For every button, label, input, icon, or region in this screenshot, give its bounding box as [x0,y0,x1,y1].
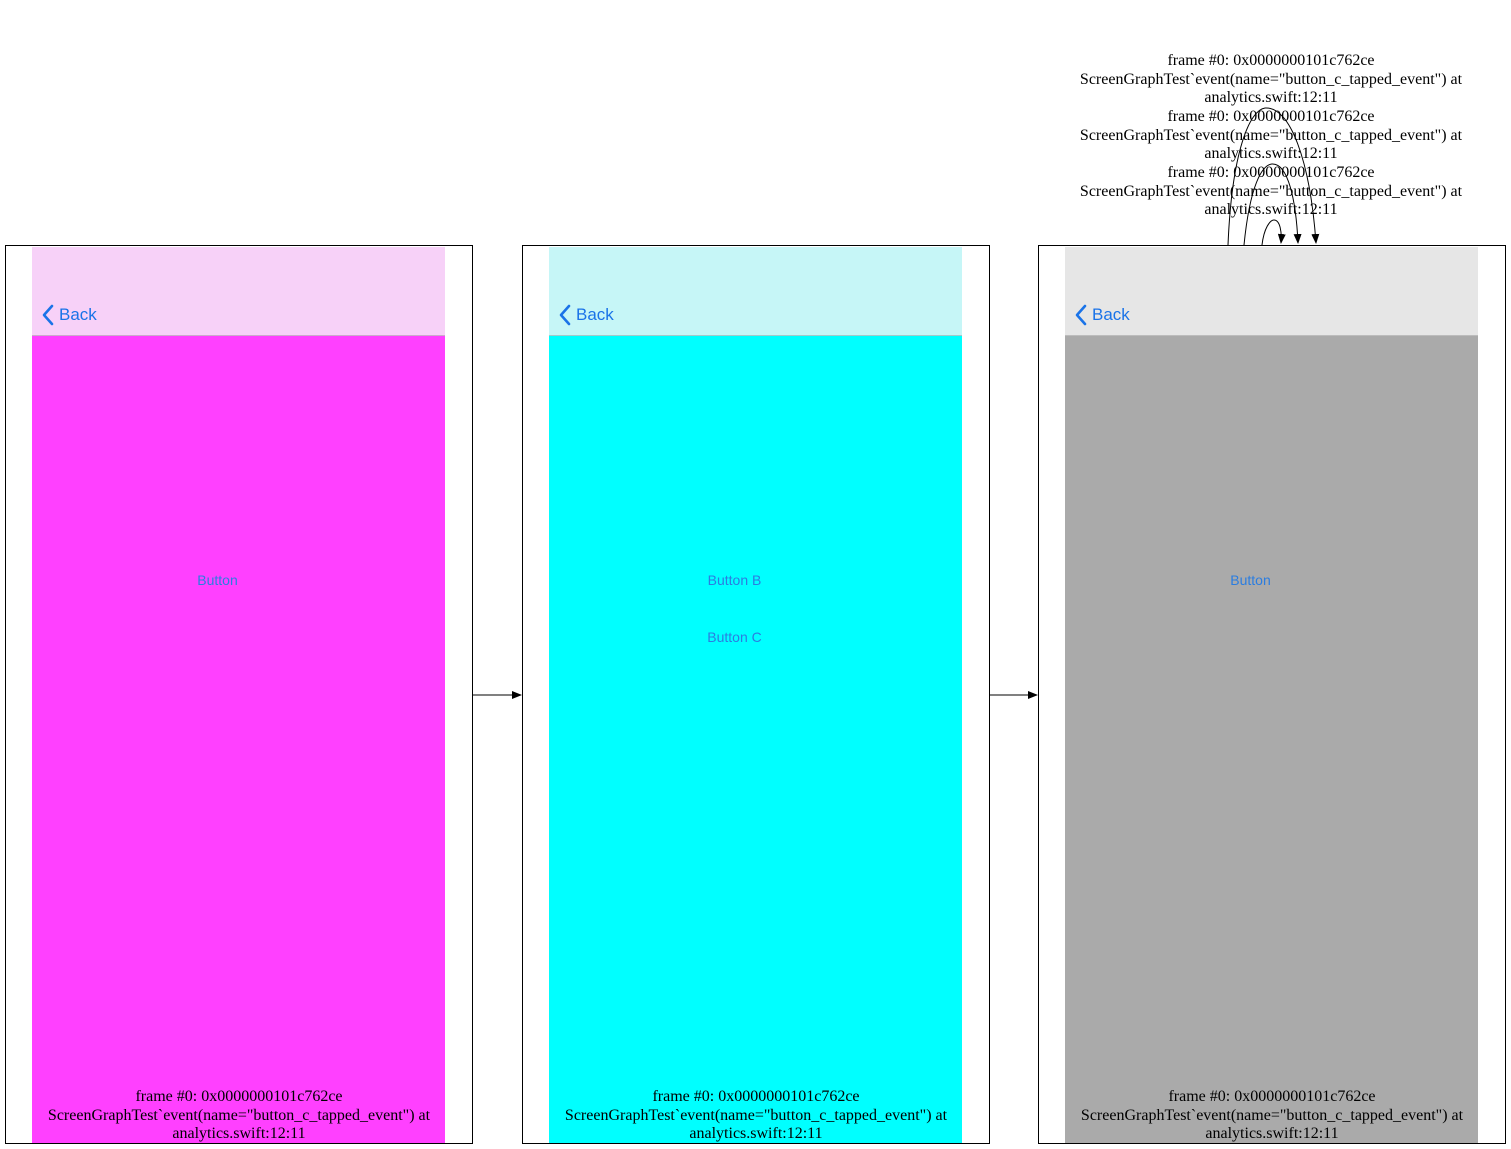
node-caption: frame #0: 0x0000000101c762ce ScreenGraph… [523,1088,989,1144]
back-button[interactable]: Back [558,303,614,327]
screen-content: Button B Button C [549,336,962,1143]
back-label: Back [576,305,614,324]
chevron-left-icon [42,304,54,326]
label-line: analytics.swift:12:11 [689,1125,823,1142]
label-line: frame #0: 0x0000000101c762ce [1168,1088,1376,1105]
navigation-bar: Back [549,247,962,336]
label-line: ScreenGraphTest`event(name="button_c_tap… [47,1106,431,1124]
back-label: Back [59,305,97,324]
label-line: frame #0: 0x0000000101c762ce [1167,164,1375,181]
navigation-bar: Back [1065,247,1478,336]
label-line: ScreenGraphTest`event(name="button_c_tap… [1079,126,1463,144]
button-c[interactable]: Button C [707,629,762,645]
screen-node-3: Back Button frame #0: 0x0000000101c762ce… [1038,245,1506,1144]
label-line: frame #0: 0x0000000101c762ce [1167,52,1375,69]
node-caption: frame #0: 0x0000000101c762ce ScreenGraph… [1039,1088,1505,1144]
screen-preview: Back Button [32,247,445,1143]
label-line: frame #0: 0x0000000101c762ce [1167,108,1375,125]
label-line: analytics.swift:12:11 [1204,201,1338,218]
label-line: ScreenGraphTest`event(name="button_c_tap… [1079,182,1463,200]
self-loop-edge-1 [1227,107,1320,246]
label-line: analytics.swift:12:11 [1204,145,1338,162]
button[interactable]: Button [197,572,238,588]
chevron-left-icon [559,304,571,326]
chevron-left-icon [1075,304,1087,326]
screen-content: Button [1065,336,1478,1143]
screen-preview: Back Button [1065,247,1478,1143]
label-line: frame #0: 0x0000000101c762ce [135,1088,343,1105]
button[interactable]: Button [1230,572,1271,588]
label-line: analytics.swift:12:11 [172,1125,306,1142]
screen-preview: Back Button B Button C [549,247,962,1143]
self-loop-edge-2 [1243,163,1302,246]
back-button[interactable]: Back [41,303,97,327]
label-line: ScreenGraphTest`event(name="button_c_tap… [1079,70,1463,88]
button-b[interactable]: Button B [707,572,762,588]
screen-node-2: Back Button B Button C frame #0: 0x00000… [522,245,990,1144]
back-label: Back [1092,305,1130,324]
back-button[interactable]: Back [1074,303,1130,327]
node-caption: frame #0: 0x0000000101c762ce ScreenGraph… [6,1088,472,1144]
screen-node-1: Back Button frame #0: 0x0000000101c762ce… [5,245,473,1144]
label-line: analytics.swift:12:11 [1204,89,1338,106]
self-loop-label-3: frame #0: 0x0000000101c762ce ScreenGraph… [1040,164,1502,220]
self-loop-label-2: frame #0: 0x0000000101c762ce ScreenGraph… [1040,108,1502,164]
screen-content: Button [32,336,445,1143]
label-line: analytics.swift:12:11 [1205,1125,1339,1142]
label-line: ScreenGraphTest`event(name="button_c_tap… [564,1106,948,1124]
label-line: frame #0: 0x0000000101c762ce [652,1088,860,1105]
navigation-bar: Back [32,247,445,336]
self-loop-edge-3 [1261,219,1286,246]
self-loop-label-1: frame #0: 0x0000000101c762ce ScreenGraph… [1040,52,1502,108]
label-line: ScreenGraphTest`event(name="button_c_tap… [1080,1106,1464,1124]
